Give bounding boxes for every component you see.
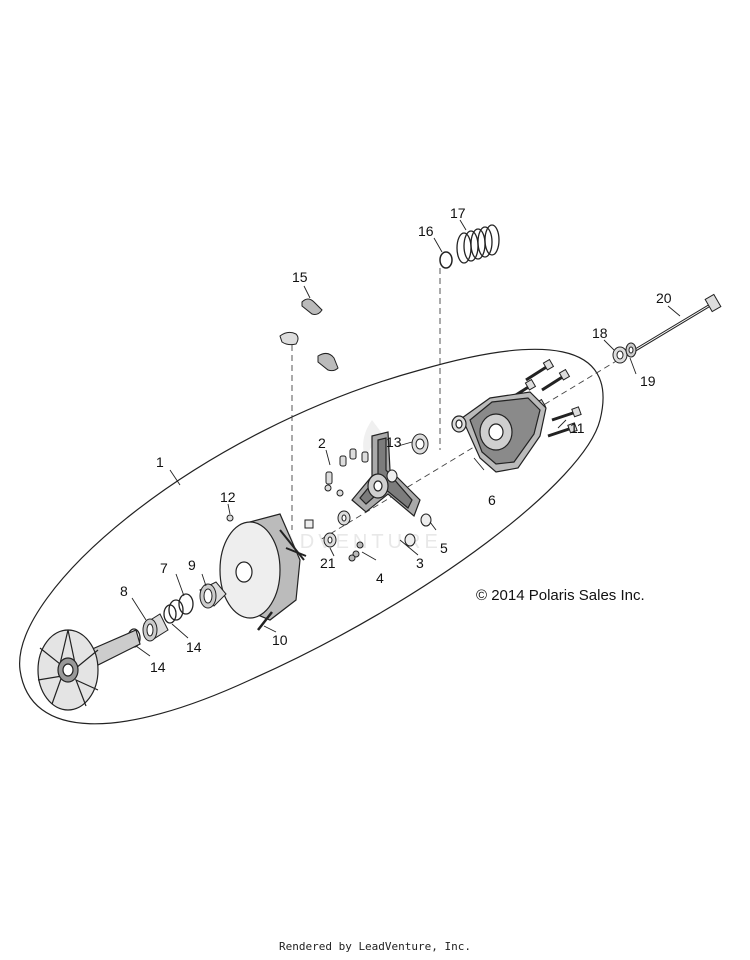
washer-part-19	[625, 342, 637, 358]
callout-17: 17	[450, 205, 466, 221]
callout-21: 21	[320, 555, 336, 571]
callout-18: 18	[592, 325, 608, 341]
bushing-part-9	[199, 581, 227, 609]
callout-11: 11	[570, 420, 585, 436]
callout-6: 6	[488, 492, 496, 508]
weights-part-15	[279, 298, 339, 372]
callout-14-right: 14	[186, 639, 202, 655]
callout-2: 2	[318, 435, 326, 451]
nuts-part-4	[348, 541, 364, 562]
callout-1: 1	[156, 454, 164, 470]
pins-part-2	[324, 448, 369, 497]
fixed-sheave-fan	[37, 629, 141, 711]
rollers-part-5	[386, 469, 432, 547]
callout-8: 8	[120, 583, 128, 599]
callout-12: 12	[220, 489, 236, 505]
spring-part-17	[456, 224, 500, 264]
callout-14-left: 14	[150, 659, 166, 675]
leader-lines	[131, 219, 681, 657]
nut-part-18	[612, 346, 628, 364]
assembly-guide-lines	[291, 268, 619, 541]
watermark-text: LEADVENTURE	[250, 531, 442, 553]
screw-part-12	[226, 514, 234, 522]
assembly-outline	[19, 348, 604, 725]
spider-part-3	[351, 431, 421, 518]
footer-credit: Rendered by LeadVenture, Inc.	[278, 940, 472, 953]
callout-16: 16	[418, 223, 434, 239]
callout-10: 10	[272, 632, 288, 648]
callout-9: 9	[188, 557, 196, 573]
callout-3: 3	[416, 555, 424, 571]
callout-4: 4	[376, 570, 384, 586]
callout-20: 20	[656, 290, 672, 306]
washers-part-21	[304, 510, 351, 548]
rings-part-7	[168, 593, 194, 621]
bushing-part-13	[411, 433, 429, 455]
copyright-notice: © 2014 Polaris Sales Inc.	[476, 587, 645, 604]
cover-part-6	[451, 391, 547, 473]
callout-19: 19	[640, 373, 656, 389]
callout-15: 15	[292, 269, 308, 285]
pins-part-10	[257, 611, 273, 631]
bushing-part-8	[142, 613, 169, 642]
callout-labels: 1 2 3 4 5 6 7 8 9 10 11 12 13 14 14 15 1…	[120, 205, 672, 675]
ring-part-16	[439, 251, 453, 269]
callout-13: 13	[386, 434, 402, 450]
callout-7: 7	[160, 560, 168, 576]
long-bolt-part-20	[631, 293, 722, 354]
callout-5: 5	[440, 540, 448, 556]
moveable-sheave	[219, 513, 307, 621]
